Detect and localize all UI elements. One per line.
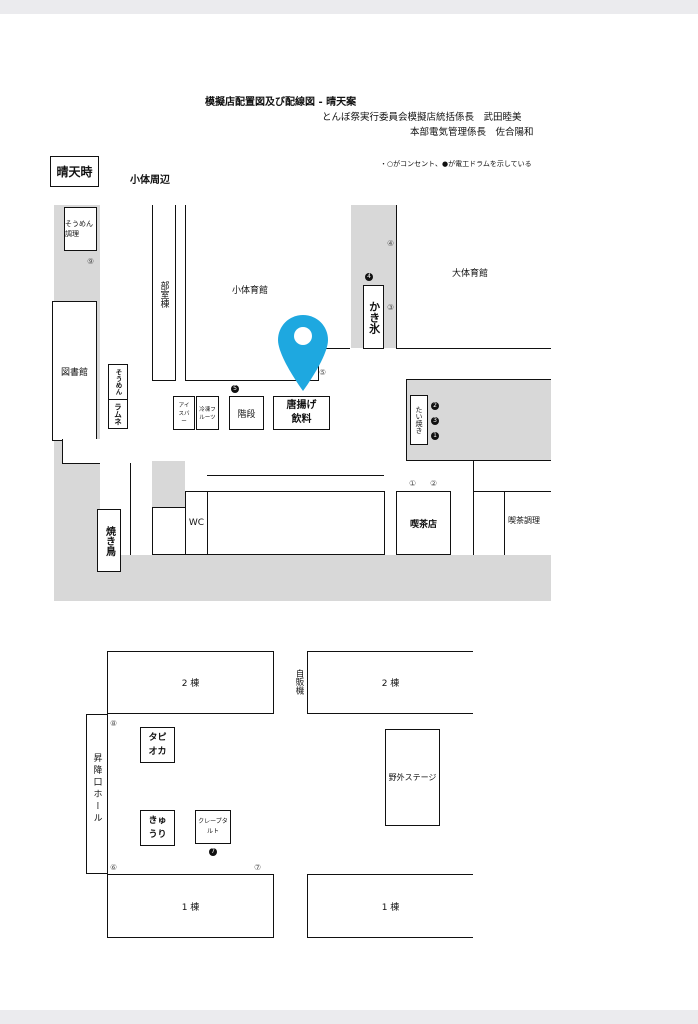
outlet-4: ④ [387, 239, 395, 248]
outlet-7: ⑦ [254, 863, 262, 872]
building-2-right: 2 棟 [307, 651, 473, 714]
outlet-5: ⑤ [319, 368, 327, 377]
frozen-fruit-stall: 冷凍フルーツ [196, 396, 219, 430]
bottom-road [54, 555, 551, 601]
right-gray-block [406, 379, 551, 461]
outlet-8: ⑧ [110, 719, 118, 728]
stairs: 階段 [229, 396, 264, 430]
gym-annex [207, 491, 385, 555]
weather-label: 晴天時 [50, 156, 99, 187]
coffee-shop: 喫茶店 [396, 491, 451, 555]
building-2-left: 2 棟 [107, 651, 274, 714]
building-1-right: 1 棟 [307, 874, 473, 938]
club-building-label: 部室棟 [158, 280, 169, 308]
map-pin-icon[interactable] [276, 313, 330, 393]
building-1-left: 1 棟 [107, 874, 274, 938]
drum-1: 1 [431, 432, 439, 440]
outlet-9: ⑨ [87, 257, 95, 266]
outlet-2: ② [430, 479, 438, 488]
ice-bar-stall: アイスバー [173, 396, 195, 430]
wc-room: WC [185, 491, 208, 555]
drum-2: 2 [431, 402, 439, 410]
author-line-1: とんぼ祭実行委員会模擬店統括係長 武田睦美 [322, 112, 522, 123]
club-building [152, 205, 176, 381]
ramune-stall: ラムネ [108, 399, 128, 429]
map-title: 模擬店配置図及び配線図 - 晴天案 [205, 97, 357, 108]
entrance-hall-label: 昇降口ホール [91, 753, 102, 825]
somen-cook-room: そうめん調理 [64, 207, 97, 251]
outlet-6: ⑥ [110, 863, 118, 872]
legend-text: ・○がコンセント、●が電工ドラムを示している [380, 160, 532, 168]
yakitori-stall: 焼き鳥 [97, 509, 121, 572]
somen-stall: そうめん [108, 364, 128, 400]
big-gym-label: 大体育館 [452, 269, 489, 279]
drum-7: 7 [209, 848, 217, 856]
outlet-1: ① [409, 479, 417, 488]
drum-5: 5 [231, 385, 239, 393]
gray-block-wc [152, 461, 185, 507]
outlet-3: ③ [387, 303, 395, 312]
outdoor-stage: 野外ステージ [385, 729, 440, 826]
karaage-drinks-stall: 唐揚げ飲料 [273, 396, 330, 430]
area-label: 小体周辺 [130, 175, 170, 186]
vending-machine-label: 自販機 [294, 669, 304, 695]
drum-4: 4 [365, 273, 373, 281]
library-building: 図書館 [52, 301, 97, 441]
small-gym-label: 小体育館 [232, 286, 269, 296]
crepe-stall: クレープタルト [195, 810, 231, 844]
kakigori-stall: かき氷 [363, 285, 384, 349]
cucumber-stall: きゅうり [140, 810, 175, 846]
drum-3: 3 [431, 417, 439, 425]
tapioca-stall: タピオカ [140, 727, 175, 763]
map-sheet: 模擬店配置図及び配線図 - 晴天案 とんぼ祭実行委員会模擬店統括係長 武田睦美 … [0, 14, 698, 1010]
coffee-cook-label: 喫茶調理 [508, 516, 540, 525]
author-line-2: 本部電気管理係長 佐合陽和 [410, 127, 534, 138]
taiyaki-stall: たい焼き [410, 395, 428, 445]
